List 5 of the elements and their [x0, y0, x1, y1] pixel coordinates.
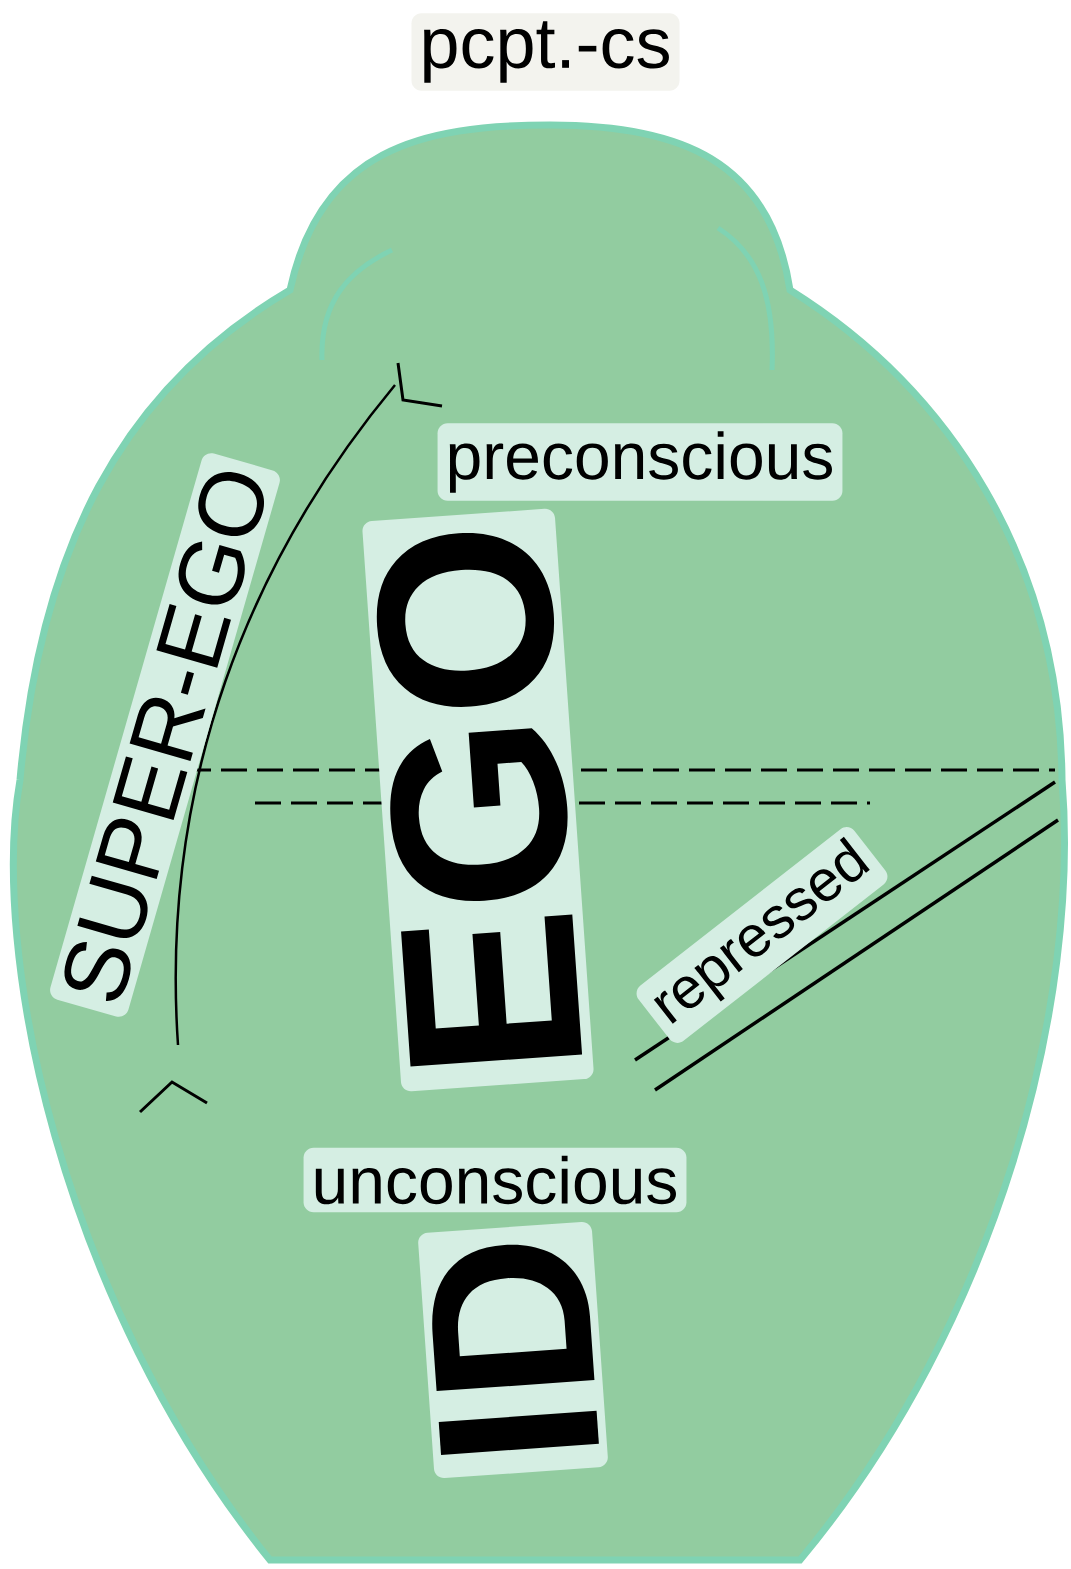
region-label: unconscious	[303, 1147, 687, 1213]
region-label: ID	[418, 1221, 608, 1479]
region-label: preconscious	[437, 423, 843, 501]
region-label: EGO	[362, 508, 594, 1092]
heading-label: pcpt.-cs	[411, 13, 680, 91]
